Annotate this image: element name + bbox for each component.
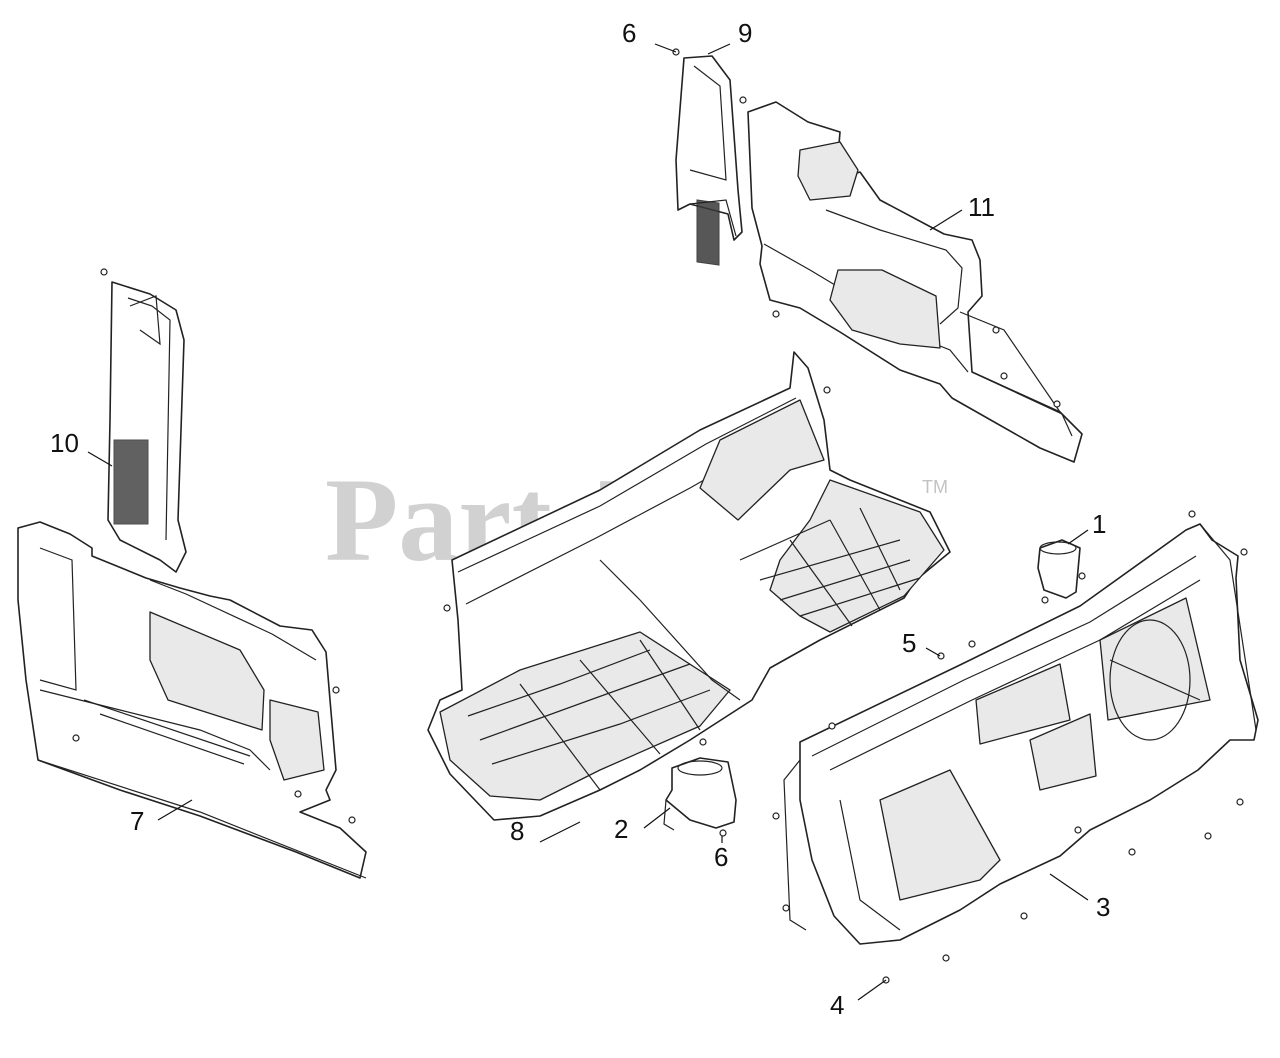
screw-icon [1204,832,1212,840]
screw-icon [100,268,108,276]
screw-icon [828,722,836,730]
screw-icon [699,738,707,746]
callout-11: 11 [968,192,995,222]
part-3-rear-wall[interactable] [783,523,1259,945]
screw-icon [1041,596,1049,604]
screw-icon [1128,848,1136,856]
part-10-vent-panel[interactable] [107,281,187,573]
screw-icon [739,96,747,104]
screw-icon [942,954,950,962]
part-2-cup-holder[interactable] [663,757,737,831]
screw-icon [992,326,1000,334]
watermark-trademark: TM [922,477,948,497]
callout-4: 4 [830,990,844,1020]
callout-2: 2 [614,814,628,844]
screw-icon [823,386,831,394]
screw-icon [348,816,356,824]
part-11-side-panel[interactable] [747,101,1083,463]
part-8-center-tub[interactable] [427,351,951,821]
screw-icon [719,829,727,837]
callout-10: 10 [50,428,79,458]
callout-3: 3 [1096,892,1110,922]
part-9-vent-panel[interactable] [675,55,743,266]
screw-icon [937,652,945,660]
screw-icon [782,904,790,912]
screw-icon [1240,548,1248,556]
screw-icon [1020,912,1028,920]
callout-5: 5 [902,628,916,658]
callout-6-bottom: 6 [714,842,728,872]
part-7-side-panel[interactable] [17,521,367,879]
callout-8: 8 [510,816,524,846]
screw-icon [1078,572,1086,580]
leader-lines [87,43,1089,1001]
screw-icon [72,734,80,742]
callout-9: 9 [738,18,752,48]
screw-icon [294,790,302,798]
callout-6-top: 6 [622,18,636,48]
screw-icon [1000,372,1008,380]
screw-icon [443,604,451,612]
screw-icon [1053,400,1061,408]
screw-icon [772,812,780,820]
callout-7: 7 [130,806,144,836]
screw-icon [1188,510,1196,518]
callout-1: 1 [1092,509,1106,539]
screw-icon [1074,826,1082,834]
screw-icon [1236,798,1244,806]
callouts: 1 2 3 4 5 6 6 7 8 9 10 11 [50,18,1110,1020]
screw-icon [772,310,780,318]
part-1-cup-holder[interactable] [1037,539,1081,599]
screw-icon [332,686,340,694]
screw-icon [968,640,976,648]
